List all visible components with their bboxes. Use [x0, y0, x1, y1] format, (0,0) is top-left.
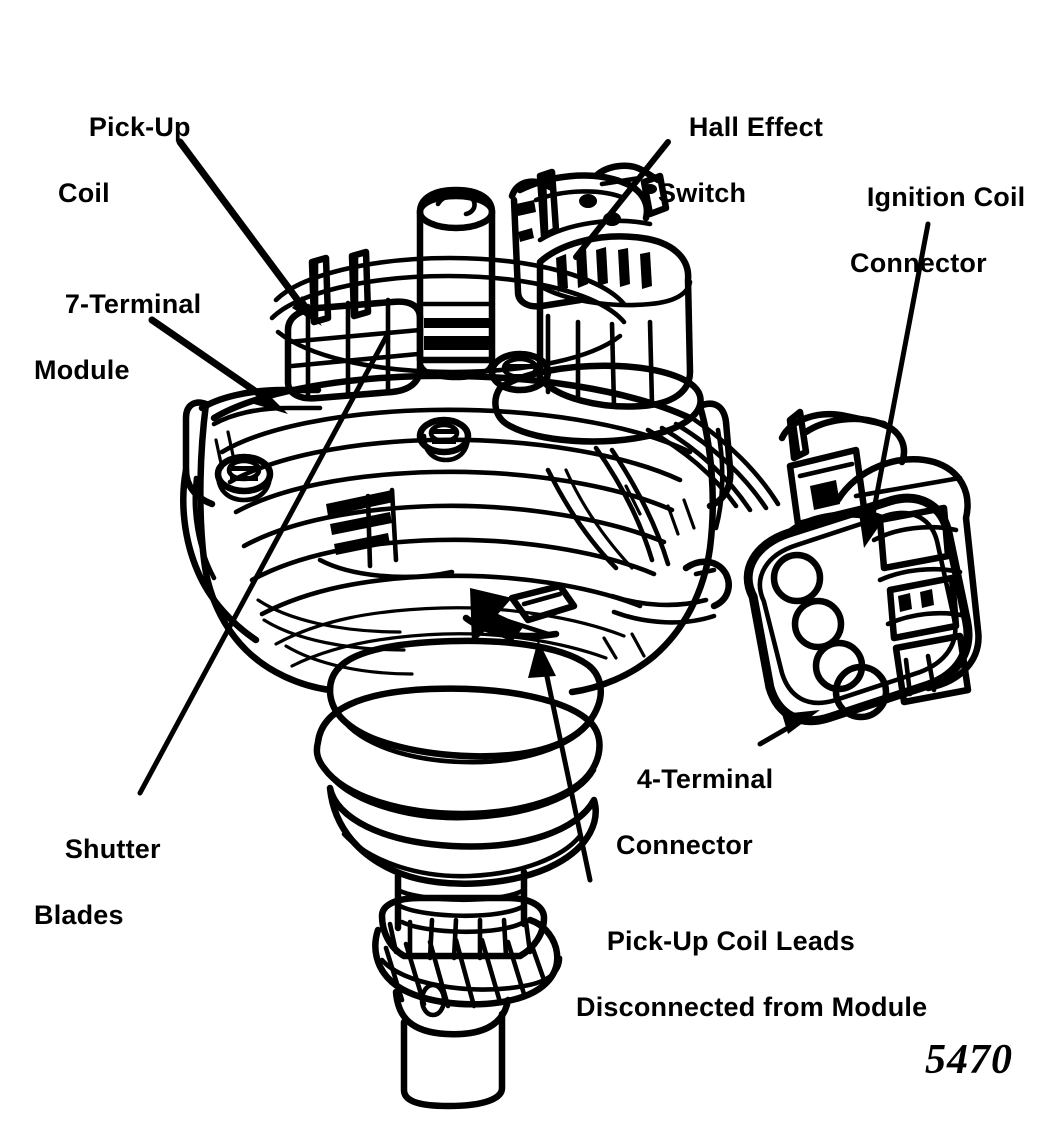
callout-shutter-blades: Shutter Blades [34, 800, 161, 998]
lower-housing [313, 637, 604, 935]
leader-four-terminal-connector [757, 710, 820, 747]
leader-shutter-blades [137, 334, 389, 796]
callout-line-1: Ignition Coil [866, 181, 1026, 212]
callout-line-1: 7-Terminal [64, 288, 202, 319]
callout-line-2: Connector [616, 829, 753, 860]
callout-pick-up-coil-leads: Pick-Up Coil Leads Disconnected from Mod… [576, 892, 927, 1090]
callout-line-1: Pick-Up Coil Leads [606, 925, 855, 956]
callout-ignition-coil-connector: Ignition Coil Connector [836, 148, 1025, 346]
ignition-coil-connector [778, 408, 908, 534]
leader-ignition-coil-connector [858, 221, 931, 548]
callout-four-terminal-connector: 4-Terminal Connector [606, 730, 773, 928]
leader-lines [137, 138, 931, 883]
callout-line-2: Module [34, 354, 130, 385]
pick-up-coil-leads [462, 582, 578, 644]
callout-line-2: Switch [658, 177, 747, 208]
callout-line-2: Blades [34, 899, 124, 930]
leader-hall-effect-switch [573, 139, 671, 260]
heat-sink-fins [317, 487, 455, 580]
wiring-harness [545, 415, 781, 625]
callout-line-1: 4-Terminal [636, 763, 774, 794]
callout-line-2: Connector [850, 247, 987, 278]
leader-seven-terminal-module [148, 316, 288, 414]
callout-line-2: Disconnected from Module [576, 991, 928, 1022]
leader-pick-up-coil [176, 138, 322, 326]
figure-number: 5470 [925, 1037, 1013, 1083]
callout-pick-up-coil: Pick-Up Coil [58, 78, 191, 276]
center-cylinder [416, 186, 496, 381]
four-terminal-connector [743, 455, 982, 726]
leader-pick-up-coil-leads [528, 640, 593, 883]
callout-hall-effect-switch: Hall Effect Switch [658, 78, 823, 276]
module-cap-plate [416, 350, 704, 463]
callout-line-1: Hall Effect [688, 111, 824, 142]
callout-line-1: Pick-Up [88, 111, 191, 142]
callout-line-1: Shutter [64, 833, 161, 864]
drive-gear [372, 894, 563, 1110]
distributor-assembly [180, 162, 982, 1110]
callout-seven-terminal-module: 7-Terminal Module [34, 255, 201, 453]
callout-line-2: Coil [58, 177, 110, 208]
shading-detail [214, 430, 696, 676]
